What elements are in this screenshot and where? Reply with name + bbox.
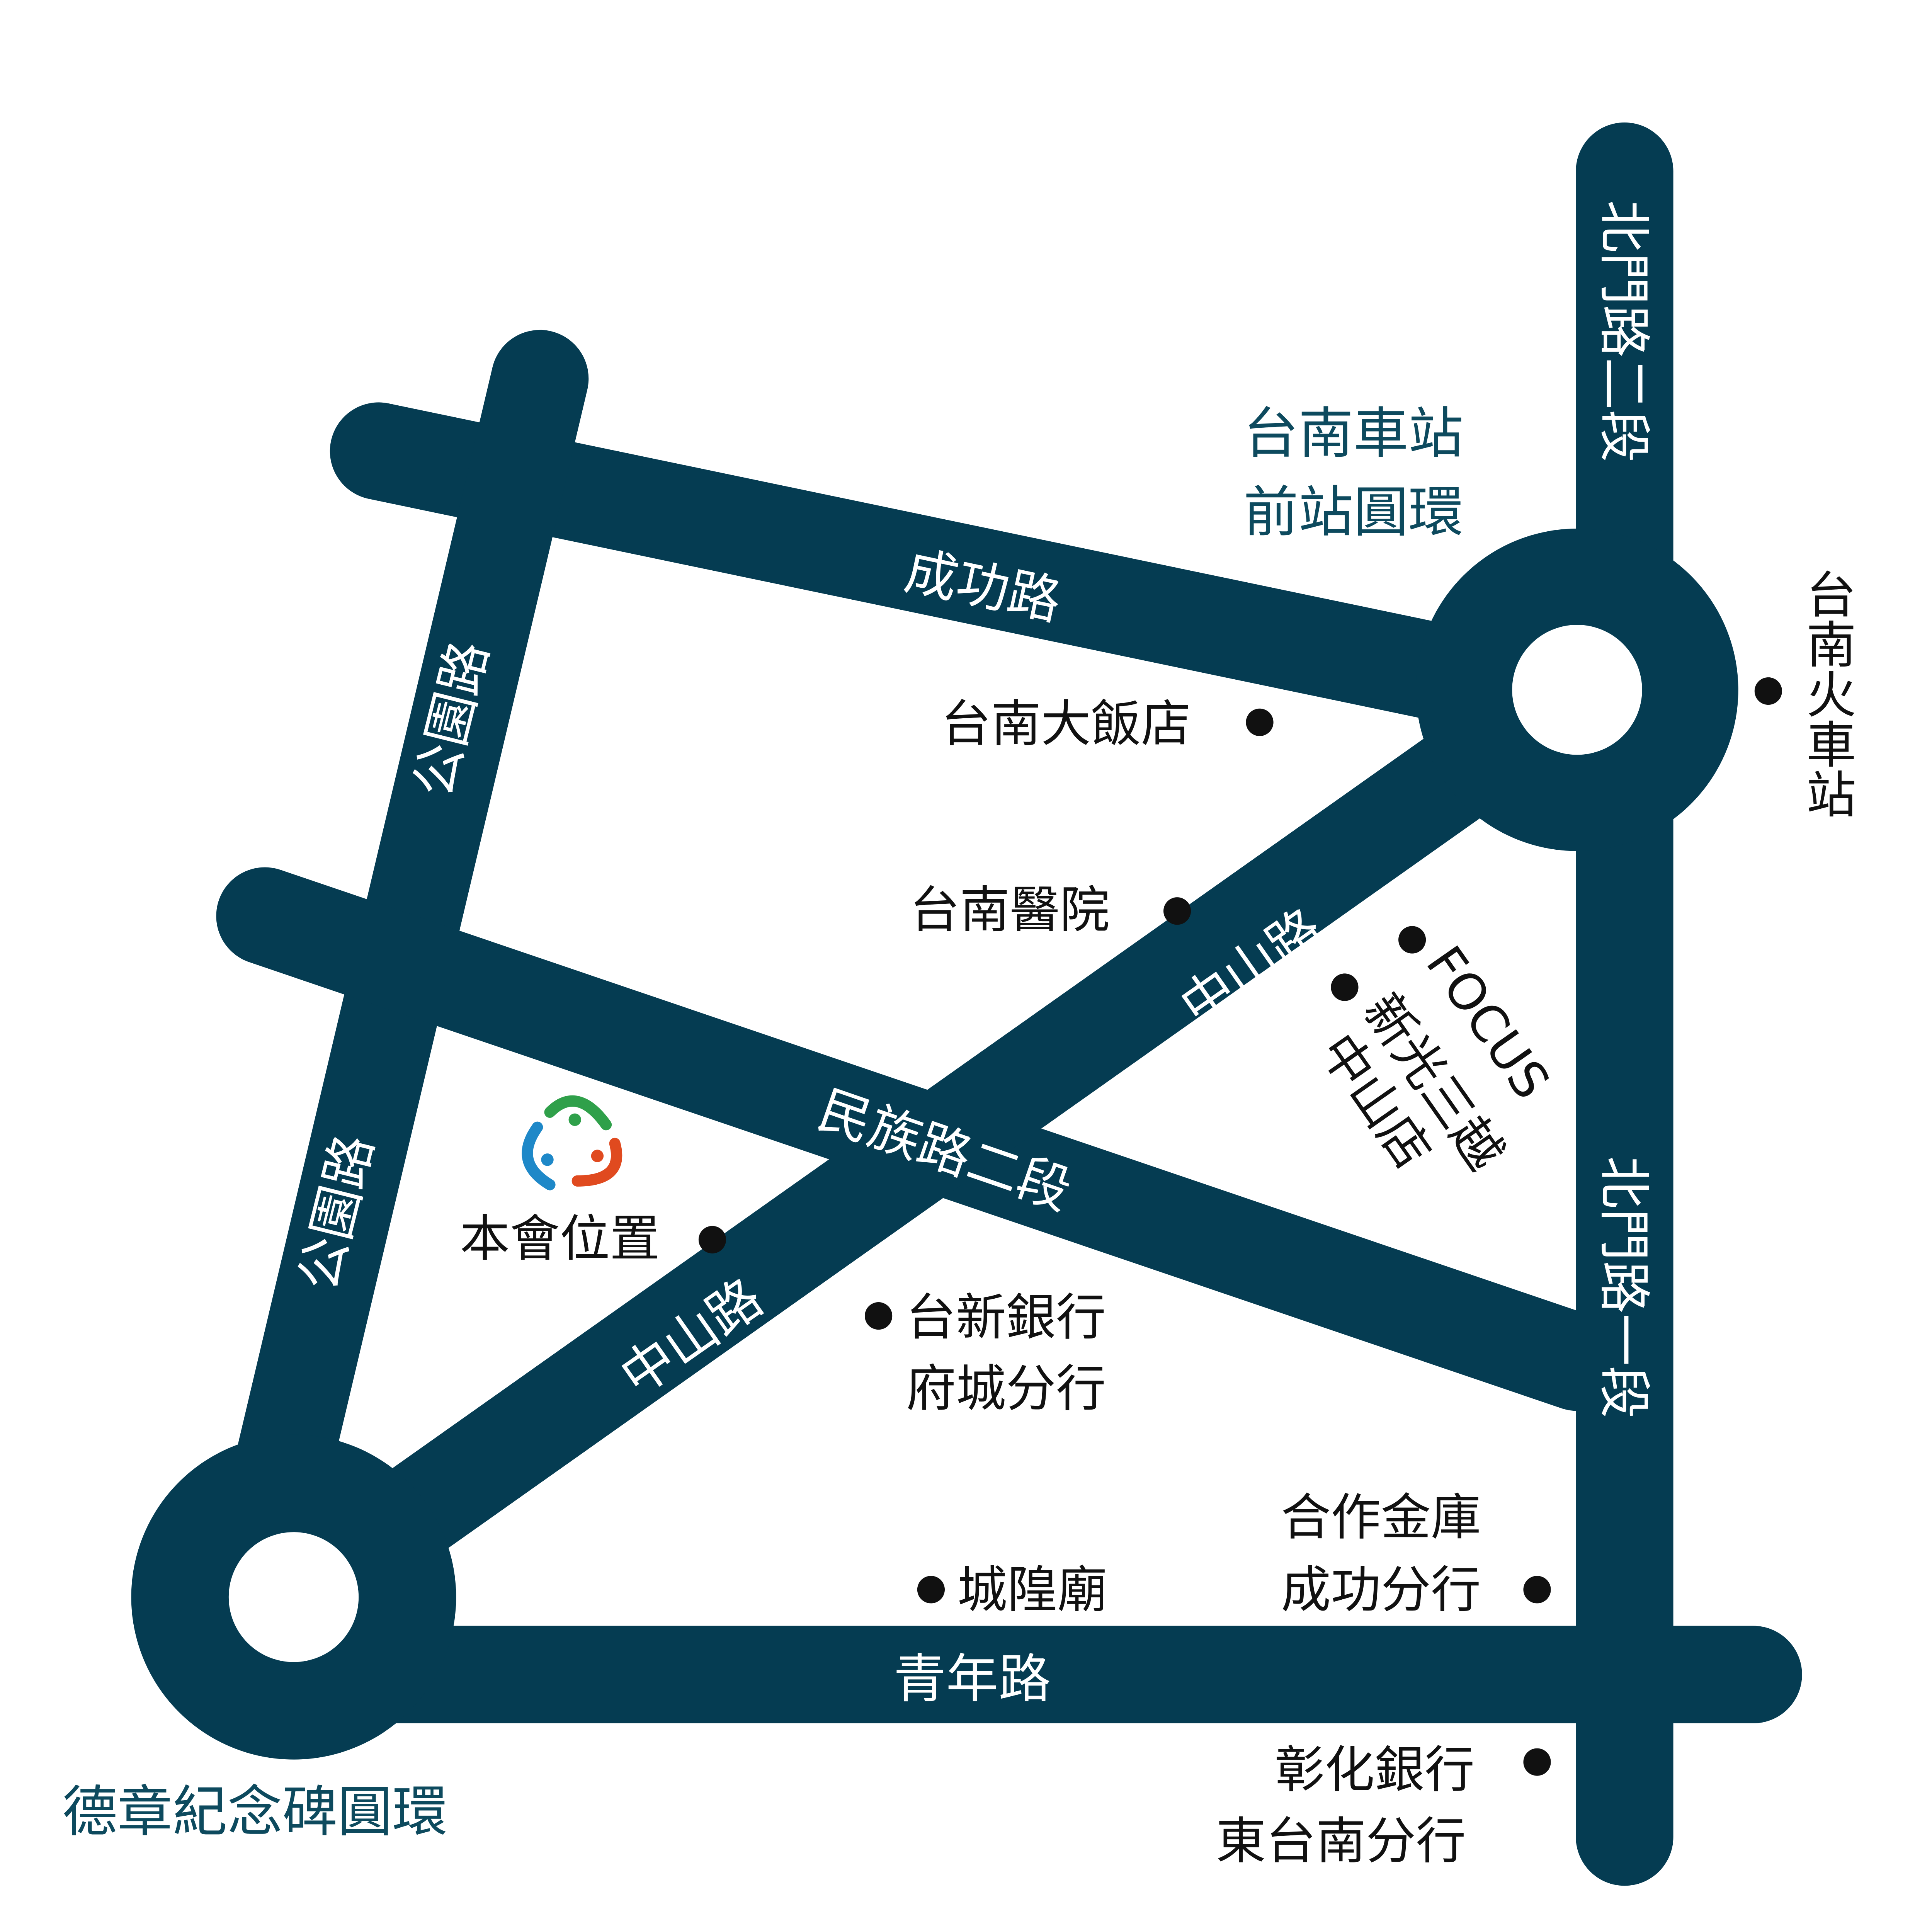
changhua-label-2: 東台南分行 <box>1216 1812 1466 1870</box>
station-roundabout-label-1: 台南車站 <box>1243 401 1463 466</box>
road-zhongshan <box>251 641 1626 1642</box>
coop-dot <box>1523 1576 1551 1604</box>
station-roundabout-label-2: 前站圓環 <box>1243 480 1463 544</box>
changhua-label-1: 彰化銀行 <box>1275 1741 1475 1799</box>
road-label-qingnian: 青年路 <box>893 1649 1051 1710</box>
tainan-station-dot <box>1754 677 1782 705</box>
office-dot <box>698 1226 726 1253</box>
taishin-label-1: 台新銀行 <box>906 1288 1106 1347</box>
association-logo <box>522 1095 622 1190</box>
taishin-dot <box>865 1302 893 1330</box>
shinkong-dot <box>1331 973 1359 1001</box>
hotel-label: 台南大飯店 <box>941 695 1191 753</box>
dezhang-roundabout-center <box>228 1532 359 1662</box>
station-roundabout-center <box>1512 625 1642 755</box>
temple-label: 城隍廟 <box>957 1561 1107 1619</box>
hospital-label: 台南醫院 <box>910 881 1109 939</box>
road-label-beimen-2: 北門路二段 <box>1593 200 1654 462</box>
changhua-dot <box>1523 1748 1551 1776</box>
hotel-dot <box>1246 708 1274 736</box>
road-label-beimen-1: 北門路一段 <box>1593 1156 1654 1418</box>
coop-label-2: 成功分行 <box>1281 1561 1481 1619</box>
temple-dot <box>917 1576 945 1604</box>
office-label: 本會位置 <box>460 1209 660 1268</box>
tainan-station-label: 台南火車站 <box>1798 569 1856 819</box>
road-chenggong <box>330 402 1549 734</box>
coop-label-1: 合作金庫 <box>1281 1488 1481 1547</box>
dezhang-roundabout-label: 德章紀念碑圓環 <box>63 1780 447 1844</box>
hospital-dot <box>1163 897 1191 925</box>
focus-dot <box>1398 926 1426 954</box>
taishin-label-2: 府城分行 <box>906 1359 1106 1418</box>
